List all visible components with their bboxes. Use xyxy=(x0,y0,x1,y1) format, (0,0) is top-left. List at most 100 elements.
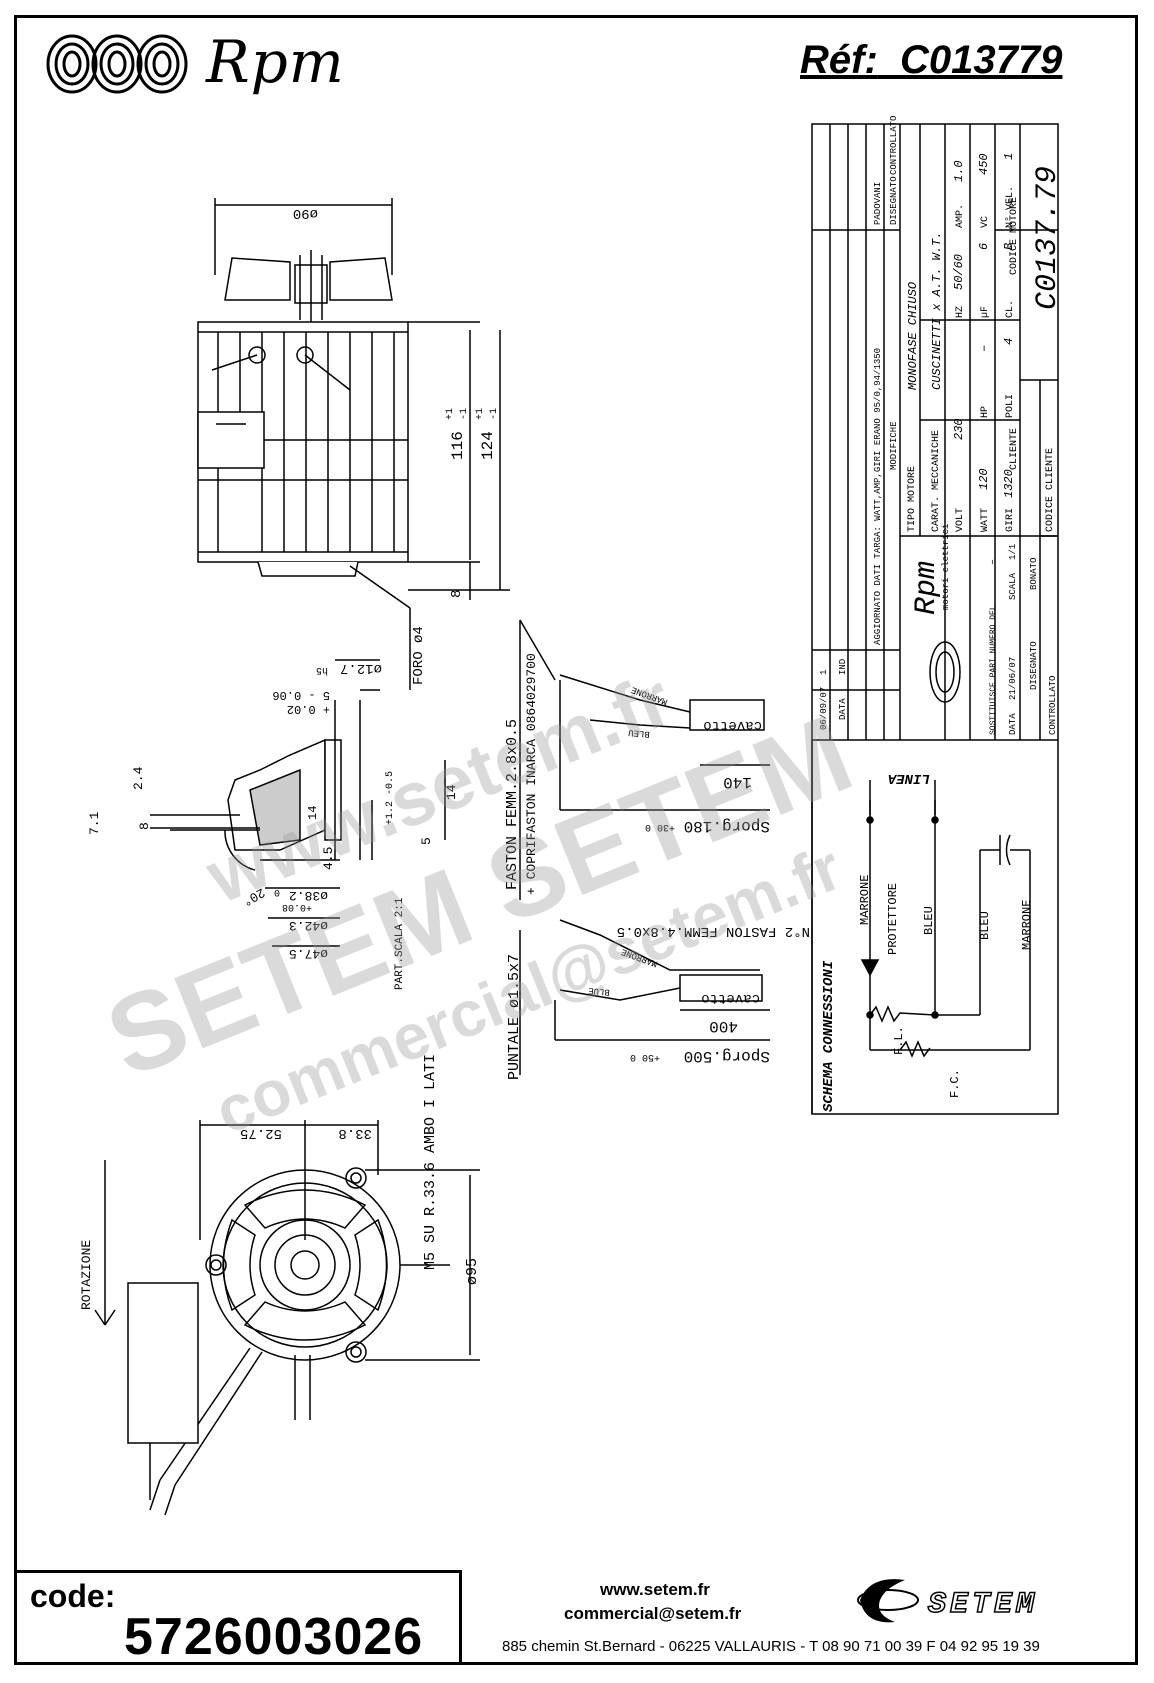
dim-14b-label: 14 xyxy=(444,784,459,800)
sporg500-label: Sporg.500 xyxy=(684,1047,770,1065)
dim-124-label: 124 xyxy=(479,431,497,460)
faston-label: FASTON FEMM.2.8x0.5 xyxy=(504,719,521,890)
bleu1-label: BLEU xyxy=(922,906,936,935)
carat-label: CARAT. MECCANICHE xyxy=(931,430,942,532)
wire-detail-1 xyxy=(519,619,770,900)
volt-value: 230 xyxy=(952,418,966,440)
cliente-label: CLIENTE xyxy=(1009,428,1020,470)
dim-8-side-label: 8 xyxy=(449,590,465,598)
ind-label: IND xyxy=(838,659,848,675)
controllato-header: CONTROLLATO xyxy=(889,116,899,175)
fl-label: F.L. xyxy=(892,1026,906,1055)
dim-5-label: 5 xyxy=(419,837,434,845)
dim-8-label: 8 xyxy=(137,822,152,830)
volt-label: VOLT xyxy=(955,508,966,532)
connection-schema xyxy=(811,740,1031,1114)
codice-motore-label: CODICE MOTORE xyxy=(1009,197,1020,275)
uf-label: µF xyxy=(980,306,991,318)
dim-95-label: ø95 xyxy=(464,1258,481,1285)
sostituisce-value: – xyxy=(988,559,999,565)
cavetto-label: cavetto xyxy=(703,717,762,733)
code-label: code: xyxy=(30,1578,116,1614)
sporg500-tol: +50 0 xyxy=(630,1051,660,1062)
rpm-logo xyxy=(46,34,188,94)
blue-wire-label: BLUE xyxy=(588,985,610,997)
disegnato-label: DISEGNATO xyxy=(1029,641,1039,690)
hp-label: HP xyxy=(980,406,991,418)
controllato-label: CONTROLLATO xyxy=(1048,676,1058,735)
amp-label: AMP. xyxy=(955,204,966,228)
motor-side-view xyxy=(197,198,510,690)
shaft-h5-label: h5 xyxy=(316,664,328,676)
poli-label: POLI xyxy=(1005,394,1016,418)
code-value: 5726003026 xyxy=(124,1608,424,1666)
carat-value: CUSCINETTI x A.T. W.T. xyxy=(930,232,944,390)
website-link[interactable]: www.setem.fr xyxy=(600,1580,710,1599)
data-label: DATA xyxy=(1008,713,1018,735)
dim-423-label: ø42.3 xyxy=(289,918,328,933)
dim-400-label: 400 xyxy=(709,1017,738,1035)
protettore-label: PROTETTORE xyxy=(886,883,900,955)
shaft-tol-upper: 5 - 0.06 xyxy=(272,688,330,702)
marrone2-label: MARRONE xyxy=(1020,900,1034,950)
dim-140-label: 140 xyxy=(723,773,752,791)
dim-382-tol-008: +0.08 xyxy=(282,901,312,912)
dim-382-label: ø38.2 xyxy=(289,888,328,903)
wire-detail-2 xyxy=(519,919,770,1075)
scala-label: SCALA xyxy=(1008,572,1018,600)
sporg180-tol: +30 0 xyxy=(645,821,675,832)
linea-label: LINEA xyxy=(888,770,930,786)
hz-value: 50/60 xyxy=(952,254,966,290)
tol-116-plus: +1 xyxy=(445,408,456,420)
setem-logo-text: SETEM xyxy=(928,1588,1038,1622)
data-value: 21/06/07 xyxy=(1008,657,1018,700)
nvel-value: 1 xyxy=(1002,153,1016,160)
uf-value: 6 xyxy=(977,243,991,250)
sostituisce-label: SOSTITUISCE PARI NUMERO DEL xyxy=(989,605,998,735)
cavetto2-label: cavetto xyxy=(701,990,760,1006)
scala-value: 1/1 xyxy=(1008,544,1018,560)
page-frame xyxy=(14,15,1138,1665)
email-link[interactable]: commercial@setem.fr xyxy=(564,1604,742,1623)
codice-cliente-label: CODICE CLIENTE xyxy=(1045,448,1056,532)
marrone1-label: MARRONE xyxy=(858,875,872,925)
codice-motore-value: C0137.79 xyxy=(1031,166,1065,310)
dim-45-label: 4.5 xyxy=(321,847,336,870)
reference: Réf: C013779 xyxy=(800,38,1062,83)
disegnato-header: DISEGNATO xyxy=(889,176,899,225)
cl-label: CL. xyxy=(1005,300,1016,318)
schema-title: SCHEMA CONNESSIONI xyxy=(821,960,837,1112)
puntale-label: PUNTALE ø1.5x7 xyxy=(506,954,523,1080)
ref-value: C013779 xyxy=(900,38,1063,82)
tipo-motore-label: TIPO MOTORE xyxy=(907,466,918,532)
watt-label: WATT xyxy=(980,508,991,532)
tol-124-minus: -1 xyxy=(489,408,500,420)
tol-116-minus: -1 xyxy=(459,408,470,420)
setem-logo: SETEM xyxy=(857,1579,1038,1623)
modifiche-label: MODIFICHE xyxy=(889,421,899,470)
part-scala-label: PART.SCALA 2:1 xyxy=(394,897,406,990)
code-box xyxy=(14,1570,462,1665)
brand-name: Rpm xyxy=(206,28,345,96)
shaft-d127-label: ø12.7 xyxy=(340,660,382,676)
giri-value: 1320 xyxy=(1002,469,1016,498)
foro-label: FORO ø4 xyxy=(411,626,427,685)
bleu2-label: BLEU xyxy=(978,911,992,940)
dim-338-label: 33.8 xyxy=(338,1125,372,1141)
shaft-detail xyxy=(150,659,446,947)
address: 885 chemin St.Bernard - 06225 VALLAURIS … xyxy=(502,1638,1040,1655)
dim-116-label: 116 xyxy=(449,431,467,460)
dim-475-label: ø47.5 xyxy=(289,946,328,961)
title-block xyxy=(811,123,1059,1115)
rotazione-label: ROTAZIONE xyxy=(79,1240,94,1310)
amp-value: 1.0 xyxy=(952,160,966,182)
marrone-wire-label-2: MARRONE xyxy=(620,946,659,968)
tol-124-plus: +1 xyxy=(475,408,486,420)
tb-brand: Rpm xyxy=(910,561,944,615)
tb-brand-sub: motori elettrici xyxy=(941,524,951,610)
padovani-label: PADOVANI xyxy=(873,182,883,225)
motor-front-view xyxy=(94,1120,480,1516)
n2-faston-label: N°2 FASTON FEMM.4.8x0.5 xyxy=(617,923,810,939)
shaft-tol-lower: + 0.02 xyxy=(287,702,330,716)
